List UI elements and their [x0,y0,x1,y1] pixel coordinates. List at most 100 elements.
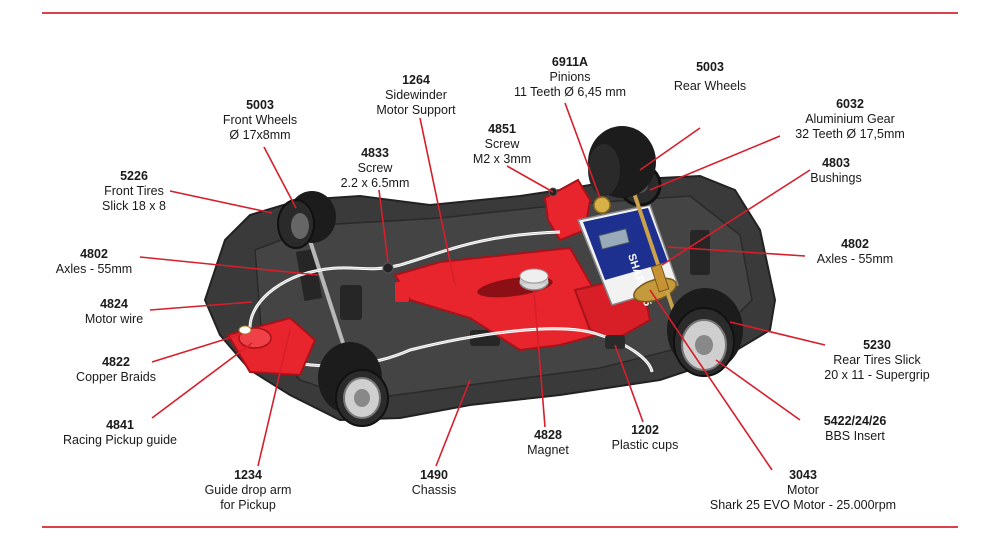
label-front-wheels: 5003 Front Wheels Ø 17x8mm [212,98,308,143]
part-desc: 32 Teeth Ø 17,5mm [795,127,905,141]
label-aluminium-gear: 6032 Aluminium Gear 32 Teeth Ø 17,5mm [775,97,925,142]
plastic-cup [605,335,625,349]
part-code: 5226 [120,169,148,183]
leader-screw-4851 [506,165,554,193]
label-pinions: 6911A Pinions 11 Teeth Ø 6,45 mm [502,55,638,100]
label-copper-braids: 4822 Copper Braids [66,355,166,385]
leader-bbs-insert [715,359,801,421]
part-code: 5003 [246,98,274,112]
part-code: 4822 [102,355,130,369]
label-bbs-insert: 5422/24/26 BBS Insert [800,414,910,444]
label-rear-wheels: 5003 Rear Wheels [660,60,760,94]
part-code: 4833 [361,146,389,160]
part-desc: Screw [357,161,393,175]
leader-bushings [661,169,811,266]
leader-copper-braids [151,333,243,363]
part-desc: Guide drop arm [204,483,292,497]
label-guide-drop-arm: 1234 Guide drop arm for Pickup [192,468,304,513]
part-code: 4802 [80,247,108,261]
label-chassis: 1490 Chassis [398,468,470,498]
leader-front-tires [169,190,273,214]
label-motor-wire: 4824 Motor wire [74,297,154,327]
top-divider-rule [42,12,958,14]
leader-motor [649,289,773,471]
part-desc: Axles - 55mm [816,252,894,266]
rear-wheel-top [588,126,656,198]
part-desc: Motor Support [376,103,456,117]
label-magnet: 4828 Magnet [512,428,584,458]
part-desc: Motor [787,483,819,497]
part-code: 5422/24/26 [823,414,887,428]
part-desc: Ø 17x8mm [229,128,291,142]
rear-axle [626,174,682,331]
part-desc: Slick 18 x 8 [102,199,166,213]
part-code: 4824 [100,297,128,311]
leader-lines [139,102,826,471]
part-code: 5230 [863,338,891,352]
part-code: 4802 [841,237,869,251]
part-code: 4803 [822,156,850,170]
part-code: 1264 [402,73,430,87]
leader-chassis [435,379,471,467]
part-code: 5003 [696,60,724,74]
part-desc: Copper Braids [76,370,156,384]
chassis-slot [690,230,710,275]
part-desc: Rear Wheels [673,79,747,93]
label-axles-rear: 4802 Axles - 55mm [805,237,905,267]
part-code: 1234 [234,468,262,482]
pinion [593,196,611,214]
bottom-divider-rule [42,526,958,528]
part-desc: BBS Insert [825,429,885,443]
leader-aluminium-gear [639,127,701,171]
sidewinder-motor-support [393,246,617,352]
part-desc: Axles - 55mm [55,262,133,276]
leader-guide-drop-arm [257,329,291,467]
part-code: 1202 [631,423,659,437]
part-desc: Aluminium Gear [805,112,895,126]
part-desc: Rear Tires Slick [833,353,921,367]
part-code: 3043 [789,468,817,482]
part-desc: for Pickup [220,498,276,512]
label-screw-4833: 4833 Screw 2.2 x 6.5mm [330,146,420,191]
part-desc: Pinions [549,70,591,84]
leader-motor-wire [149,301,253,311]
label-sidewinder-support: 1264 Sidewinder Motor Support [368,73,464,118]
front-axle [303,224,352,366]
label-plastic-cups: 1202 Plastic cups [600,423,690,453]
part-desc: Bushings [810,171,862,185]
part-desc: Chassis [411,483,457,497]
front-wheel-bottom [318,342,389,427]
bushing [650,263,670,293]
part-desc: Sidewinder [385,88,447,102]
part-code: 6911A [551,55,589,69]
part-desc: M2 x 3mm [472,152,532,166]
part-code: 6032 [836,97,864,111]
part-desc: Shark 25 EVO Motor - 25.000rpm [709,498,897,512]
part-desc: 20 x 11 - Supergrip [824,368,930,382]
leader-axles-rear [667,246,806,257]
label-pickup-guide: 4841 Racing Pickup guide [52,418,188,448]
leader-magnet [533,289,546,428]
leader-sidewinder-support [419,117,456,286]
plastic-cup [395,282,409,302]
part-desc: 11 Teeth Ø 6,45 mm [513,85,627,99]
label-rear-tires: 5230 Rear Tires Slick 20 x 11 - Supergri… [818,338,936,383]
leader-pickup-guide [151,342,253,419]
label-screw-4851: 4851 Screw M2 x 3mm [462,122,542,167]
rear-wheel-bottom [667,288,743,377]
leader-rear-tires [729,321,826,346]
screw [382,262,394,274]
leader-pinions [564,102,601,199]
part-desc: Front Tires [104,184,164,198]
part-desc: Screw [484,137,520,151]
part-code: 4828 [534,428,562,442]
copper-braid [238,325,252,335]
label-front-tires: 5226 Front Tires Slick 18 x 8 [82,169,186,214]
front-wheel-top [277,191,336,249]
part-desc: 2.2 x 6.5mm [340,176,410,190]
part-desc: Motor wire [84,312,144,326]
part-code: 4841 [106,418,134,432]
part-desc: Magnet [527,443,569,457]
leader-plastic-cups [614,344,644,423]
